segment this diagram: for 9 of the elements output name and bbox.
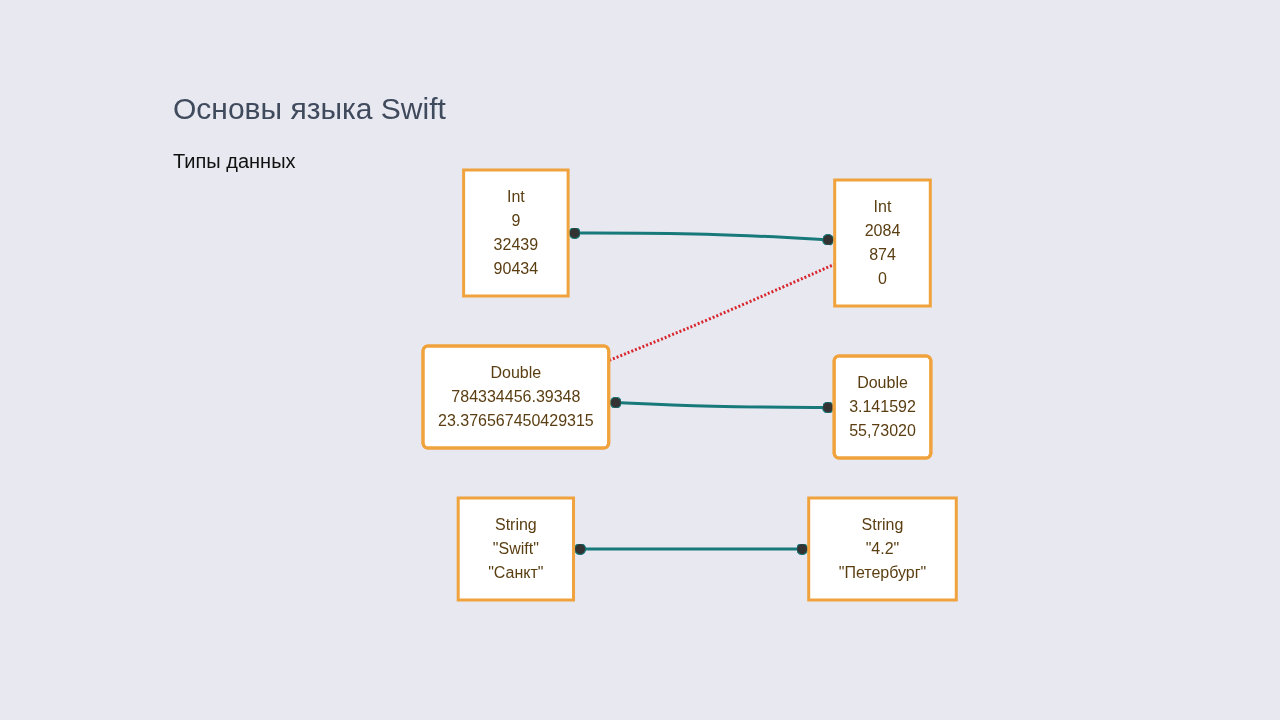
subtitle-text: Типы данных [173,150,296,173]
slide-title: Основы языка Swift [173,92,446,126]
node-box: Int 2084 874 0 [833,178,933,308]
node-box: String "Swift" "Санкт" [457,496,576,602]
node-box: String "4.2" "Петербург" [807,496,959,602]
connector [609,396,835,414]
connector [573,542,810,556]
node-box: Int 9 32439 90434 [462,168,570,298]
connector [568,226,836,246]
